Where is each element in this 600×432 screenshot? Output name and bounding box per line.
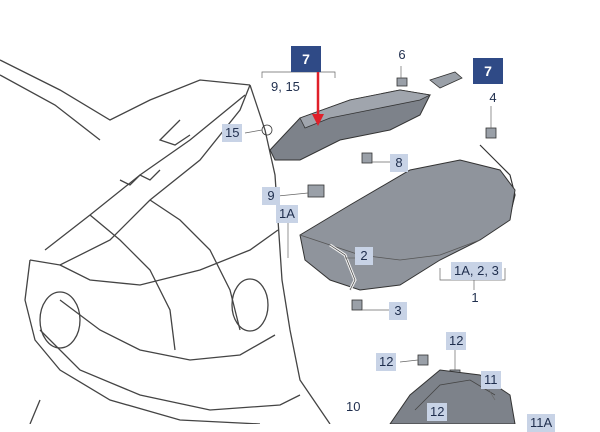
callout-1a-left[interactable]: 1A [276, 205, 298, 223]
callout-12-left[interactable]: 12 [376, 353, 397, 371]
cover-panel [299, 159, 516, 291]
callout-10[interactable]: 10 [346, 399, 361, 414]
callout-7-highlight-top[interactable]: 7 [291, 46, 321, 72]
callout-15[interactable]: 15 [222, 124, 243, 142]
callout-1[interactable]: 1 [471, 290, 479, 305]
callout-2[interactable]: 2 [355, 247, 373, 265]
callout-1a-2-3[interactable]: 1A, 2, 3 [451, 262, 502, 280]
callout-3[interactable]: 3 [389, 302, 407, 320]
leader-lines [244, 66, 506, 401]
callout-8[interactable]: 8 [390, 154, 408, 172]
callout-11a[interactable]: 11A [527, 414, 556, 432]
callout-9[interactable]: 9 [262, 187, 280, 205]
callout-6[interactable]: 6 [398, 47, 406, 62]
pointer-arrow [312, 72, 324, 126]
callout-9-15[interactable]: 9, 15 [271, 79, 300, 94]
callout-12-bottom[interactable]: 12 [427, 403, 448, 421]
callout-7-highlight-right[interactable]: 7 [473, 58, 503, 84]
callout-4[interactable]: 4 [489, 90, 497, 105]
latch-assembly [269, 71, 463, 161]
callout-11[interactable]: 11 [481, 371, 501, 389]
callout-12-top[interactable]: 12 [446, 332, 467, 350]
car-body [0, 59, 331, 424]
